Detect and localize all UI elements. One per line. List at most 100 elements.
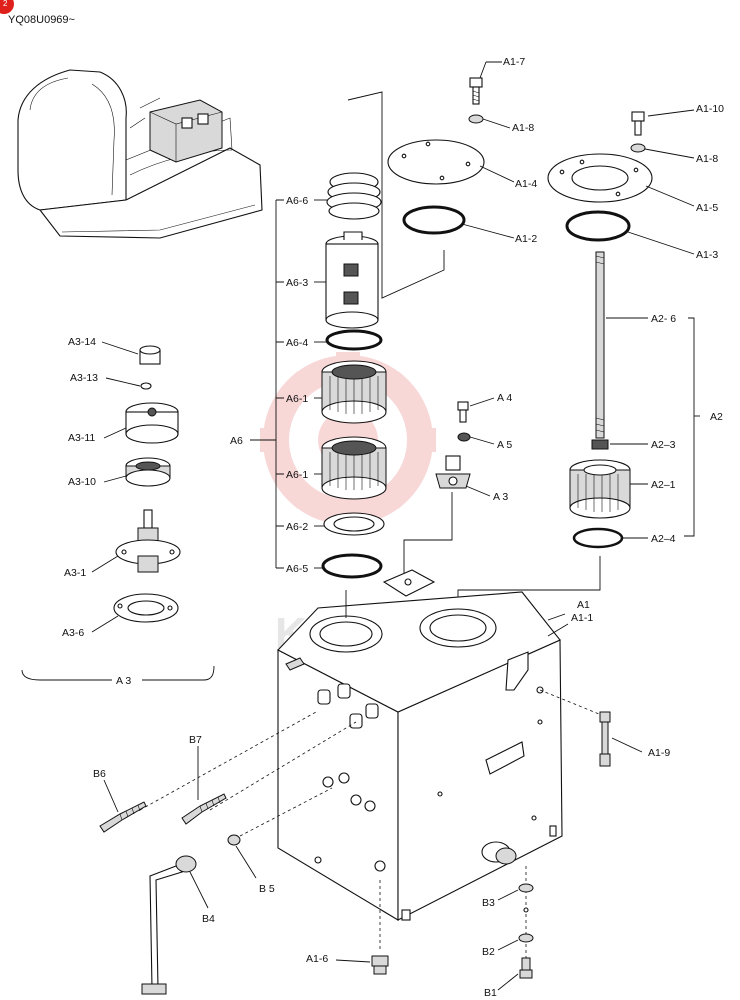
- label-a1-4: A1-4: [515, 178, 537, 190]
- label-a1-1: A1-1: [571, 612, 593, 624]
- label-a6-3: A6-3: [286, 277, 308, 289]
- label-a1-2: A1-2: [515, 233, 537, 245]
- label-a6-1a: A6-1: [286, 393, 308, 405]
- label-a6: A6: [230, 435, 243, 447]
- label-b3: B3: [482, 897, 495, 909]
- part-a6-1-upper-gear: [321, 360, 387, 424]
- part-a3-valve-small: [435, 455, 471, 489]
- label-a3-6: A3-6: [62, 627, 84, 639]
- label-b6: B6: [93, 768, 106, 780]
- part-b6-screw: [99, 711, 317, 833]
- label-a1-7: A1-7: [503, 56, 525, 68]
- label-a2-4: A2–4: [651, 533, 676, 545]
- label-a6-4: A6-4: [286, 337, 308, 349]
- label-a1-5: A1-5: [696, 202, 718, 214]
- parts-b1-b3: [497, 866, 534, 991]
- part-a1-9-hose: [539, 689, 643, 767]
- part-a2-3-nut: [591, 439, 609, 450]
- a1-tank: [277, 591, 563, 921]
- part-a5-washer: [457, 432, 471, 442]
- part-a6-1-lower-gear: [321, 436, 387, 500]
- label-a6-6: A6-6: [286, 195, 308, 207]
- label-b4: B4: [202, 913, 215, 925]
- part-b5-washer: [227, 787, 333, 879]
- callout-labels: A1-7 A1-8 A1-4 A1-2 A1-10 A1-8 A1-5 A1-3…: [62, 56, 724, 999]
- document-code: YQ08U0969~: [8, 14, 75, 26]
- label-a1-10: A1-10: [696, 103, 724, 115]
- part-a3-1-valve: [115, 509, 181, 573]
- label-a3-10: A3-10: [68, 476, 96, 488]
- part-a1-3-oring: [565, 210, 631, 242]
- label-a4: A 4: [497, 392, 512, 404]
- label-a1-8a: A1-8: [512, 122, 534, 134]
- machine-overview-drawing: [17, 69, 263, 239]
- part-a2-1-filter: [569, 459, 631, 519]
- badge-number: 2: [3, 0, 8, 8]
- label-a1-9: A1-9: [648, 747, 670, 759]
- part-a1-10-bolt: [631, 111, 645, 136]
- label-a2: A2: [710, 411, 723, 423]
- part-a1-8-washer-a: [468, 114, 484, 124]
- label-a1: A1: [577, 599, 590, 611]
- part-a6-3-filter: [325, 231, 379, 329]
- label-b7: B7: [189, 734, 202, 746]
- part-b7-screw: [181, 721, 357, 825]
- label-a3-group: A 3: [116, 675, 131, 687]
- label-b2: B2: [482, 946, 495, 958]
- label-a6-1b: A6-1: [286, 469, 308, 481]
- part-a3-13-oring: [140, 382, 152, 390]
- label-a2-3: A2–3: [651, 439, 676, 451]
- a6-stack: [321, 172, 387, 579]
- label-a3-14: A3-14: [68, 336, 96, 348]
- part-a3-11-housing: [125, 402, 179, 444]
- part-b2-washer: [518, 933, 534, 943]
- label-a3-1: A3-1: [64, 567, 86, 579]
- a6-leaders: [314, 199, 328, 569]
- tank-fittings: [314, 683, 544, 872]
- part-a1-4-cover: [387, 139, 485, 185]
- label-a6-5: A6-5: [286, 563, 308, 575]
- part-b1-bolt: [519, 957, 533, 979]
- part-a6-2-ring: [323, 512, 385, 536]
- bracket-right-top: [505, 651, 529, 691]
- label-b5: B 5: [259, 883, 275, 895]
- a3-group-left: [21, 341, 215, 681]
- part-a3-10-bearing: [125, 457, 171, 487]
- label-a1-8b: A1-8: [696, 153, 718, 165]
- part-a1-6-plug: [335, 880, 389, 975]
- label-a3-13: A3-13: [70, 372, 98, 384]
- part-a6-5-oring: [321, 553, 383, 579]
- a6-bracket: [250, 199, 284, 569]
- label-a2-6: A2- 6: [651, 313, 676, 325]
- a1-cover-group: [387, 61, 515, 239]
- a2-group: [457, 251, 700, 610]
- label-a5: A 5: [497, 439, 512, 451]
- guide-brace: [347, 91, 445, 299]
- part-a1-8-washer-b: [630, 143, 646, 153]
- part-a1-2-oring: [402, 205, 466, 235]
- bracket-side: [485, 741, 525, 775]
- tank-drain-port: [481, 841, 517, 865]
- label-a1-6: A1-6: [306, 953, 328, 965]
- part-a6-6-spring: [326, 172, 382, 220]
- part-a6-4-ring: [325, 329, 383, 351]
- part-b4-pipe: [141, 855, 209, 995]
- tank-leaders: [345, 590, 569, 637]
- part-a3-6-gasket: [113, 593, 179, 623]
- part-a1-5-flange: [547, 153, 653, 203]
- part-a2-4-oring: [572, 527, 624, 549]
- part-b3-washer: [518, 883, 534, 893]
- label-b1: B1: [484, 987, 497, 999]
- part-a3-14-cap: [139, 345, 161, 365]
- label-a2-1: A2–1: [651, 479, 676, 491]
- label-a3-11: A3-11: [68, 432, 95, 444]
- label-a6-2: A6-2: [286, 521, 308, 533]
- a3-a4-a5-parts: [382, 397, 495, 597]
- part-a1-7-bolt: [469, 77, 483, 105]
- corner-badge: 2: [0, 0, 14, 14]
- label-a1-3: A1-3: [696, 249, 718, 261]
- label-a3-right: A 3: [493, 491, 508, 503]
- part-a2-6-rod: [595, 251, 605, 439]
- part-a4-bolt: [457, 401, 469, 423]
